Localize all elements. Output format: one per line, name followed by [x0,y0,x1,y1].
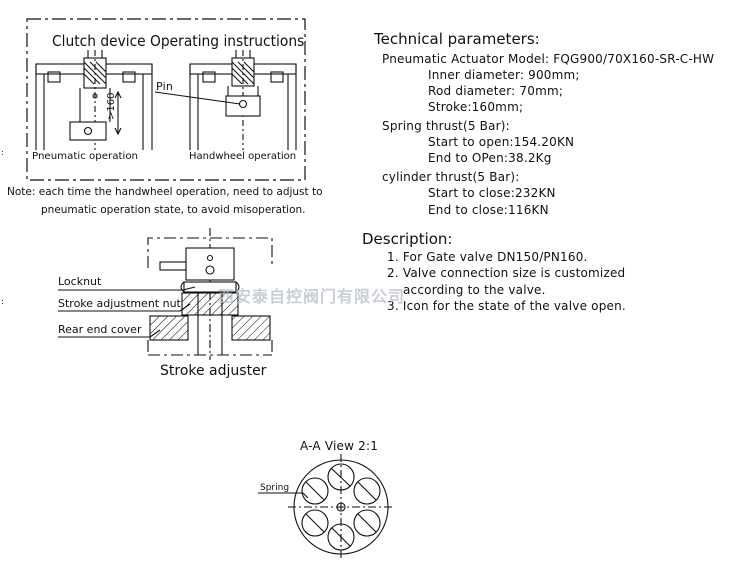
description-heading: Description: [362,230,453,248]
rod-diameter: Rod diameter: 70mm; [428,84,564,98]
spring-top [327,463,355,491]
locknut-label: Locknut [58,275,102,288]
technical-heading: Technical parameters: [374,30,540,48]
handwheel-operation-label: Handwheel operation [189,151,297,162]
watermark: 西安泰自控阀门有限公司 [218,287,406,306]
section-view-title: A-A View 2:1 [300,439,379,453]
pneumatic-mechanism [35,50,153,150]
cylinder-start-close: Start to close:232KN [428,186,556,200]
pin-label: Pin [156,80,174,93]
stroke-value: Stroke:160mm; [428,100,524,114]
description-item-3: 3. Icon for the state of the valve open. [387,299,626,313]
description-item-2: 2. Valve connection size is customized [387,266,626,280]
description-item-1: 1. For Gate valve DN150/PN160. [387,250,588,264]
note-line-2: pneumatic operation state, to avoid miso… [41,204,306,216]
rear-end-cover-label: Rear end cover [58,323,142,336]
cylinder-end-close: End to close:116KN [428,203,549,217]
pneumatic-operation-label: Pneumatic operation [32,151,139,162]
description-item-2-cont: according to the valve. [403,283,546,297]
clutch-title: Clutch device Operating instructions [52,32,305,50]
spring-end-open: End to OPen:38.2Kg [428,151,552,165]
spring-label: Spring [260,483,290,493]
note-line-1: Note: each time the handwheel operation,… [7,186,323,198]
spring-thrust-heading: Spring thrust(5 Bar): [382,119,510,133]
inner-diameter: Inner diameter: 900mm; [428,68,580,82]
stroke-adjuster-caption: Stroke adjuster [160,363,267,379]
side-mark: : [1,297,4,306]
actuator-model: Pneumatic Actuator Model: FQG900/70X160-… [382,52,715,66]
side-mark: : [1,148,4,157]
cylinder-thrust-heading: cylinder thrust(5 Bar): [382,170,520,184]
spring-start-open: Start to open:154.20KN [428,135,575,149]
handwheel-mechanism [154,50,297,150]
stroke-adjustment-nut-label: Stroke adjustment nut [58,297,181,310]
